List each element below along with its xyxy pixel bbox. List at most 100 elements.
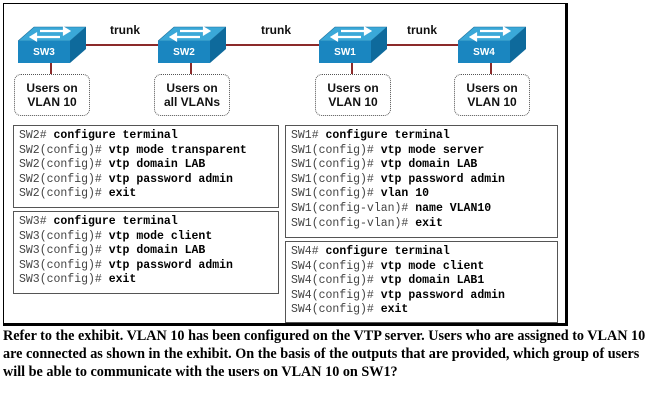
cli-command: vtp password admin bbox=[380, 288, 505, 302]
cli-command: exit bbox=[415, 216, 443, 230]
cli-prompt: SW4(config)# bbox=[291, 259, 381, 273]
trunk-label: trunk bbox=[407, 23, 437, 37]
config-line: SW4(config)# exit bbox=[291, 303, 557, 318]
trunk-link-sw1-sw4 bbox=[374, 44, 469, 46]
cli-command: configure terminal bbox=[325, 129, 450, 142]
user-link-sw2 bbox=[190, 62, 192, 74]
cli-prompt: SW3# bbox=[19, 215, 54, 228]
switch-label: SW1 bbox=[334, 47, 356, 58]
cli-prompt: SW3(config)# bbox=[19, 244, 109, 258]
cli-prompt: SW1(config)# bbox=[291, 143, 381, 157]
cli-command: vtp domain LAB bbox=[380, 158, 478, 172]
config-line: SW1(config)# vtp domain LAB bbox=[291, 158, 557, 173]
config-line: SW4(config)# vtp domain LAB1 bbox=[291, 274, 557, 289]
cli-prompt: SW1(config-vlan)# bbox=[291, 201, 416, 215]
users-line: VLAN 10 bbox=[467, 95, 517, 109]
cli-prompt: SW2(config)# bbox=[19, 143, 109, 157]
switch-sw2: SW2 bbox=[158, 25, 226, 65]
cli-command: vtp mode client bbox=[108, 229, 213, 243]
cli-prompt: SW2(config)# bbox=[19, 158, 109, 172]
users-group-sw2: Users on all VLANs bbox=[154, 74, 230, 116]
users-line: Users on bbox=[26, 81, 78, 95]
cli-prompt: SW4# bbox=[291, 245, 326, 258]
cli-prompt: SW3(config)# bbox=[19, 229, 109, 243]
switch-label: SW3 bbox=[33, 47, 55, 58]
cli-command: vtp domain LAB1 bbox=[380, 274, 485, 288]
cli-prompt: SW2(config)# bbox=[19, 187, 109, 201]
config-line: SW3(config)# vtp domain LAB bbox=[19, 244, 278, 259]
cli-prompt: SW1(config)# bbox=[291, 187, 381, 201]
question-text: Refer to the exhibit. VLAN 10 has been c… bbox=[3, 328, 646, 380]
trunk-label: trunk bbox=[110, 23, 140, 37]
cli-command: vlan 10 bbox=[380, 187, 430, 201]
config-line: SW1(config-vlan)# exit bbox=[291, 217, 557, 232]
config-line: SW2(config)# vtp mode transparent bbox=[19, 144, 278, 159]
switch-icon bbox=[319, 26, 387, 63]
exhibit-frame: trunk trunk trunk SW3 SW2 bbox=[3, 3, 568, 326]
cli-command: exit bbox=[108, 273, 137, 287]
switch-sw4: SW4 bbox=[458, 25, 526, 65]
switch-sw1: SW1 bbox=[319, 25, 387, 65]
users-group-sw1: Users on VLAN 10 bbox=[315, 74, 391, 116]
users-line: VLAN 10 bbox=[328, 95, 378, 109]
config-line: SW3(config)# vtp mode client bbox=[19, 230, 278, 245]
cli-command: vtp domain LAB bbox=[108, 244, 206, 258]
cli-command: vtp mode client bbox=[380, 259, 485, 273]
config-line: SW1(config-vlan)# name VLAN10 bbox=[291, 202, 557, 217]
trunk-link-sw2-sw1 bbox=[214, 44, 329, 46]
switch-icon bbox=[458, 26, 526, 63]
users-line: Users on bbox=[166, 81, 218, 95]
config-line: SW4# configure terminal bbox=[291, 245, 557, 260]
users-group-sw3: Users on VLAN 10 bbox=[14, 74, 90, 116]
config-line: SW3(config)# exit bbox=[19, 273, 278, 288]
cli-command: configure terminal bbox=[53, 129, 178, 142]
users-group-sw4: Users on VLAN 10 bbox=[454, 74, 530, 116]
cli-command: exit bbox=[380, 303, 409, 317]
config-line: SW1(config)# vtp mode server bbox=[291, 144, 557, 159]
cli-command: vtp password admin bbox=[108, 172, 233, 186]
user-link-sw3 bbox=[50, 62, 52, 74]
config-line: SW2# configure terminal bbox=[19, 129, 278, 144]
config-line: SW4(config)# vtp password admin bbox=[291, 289, 557, 304]
config-line: SW2(config)# exit bbox=[19, 187, 278, 202]
cli-command: exit bbox=[108, 187, 137, 201]
config-line: SW2(config)# vtp domain LAB bbox=[19, 158, 278, 173]
switch-sw3: SW3 bbox=[18, 25, 86, 65]
switch-label: SW4 bbox=[473, 47, 495, 58]
switch-icon bbox=[18, 26, 86, 63]
switch-icon bbox=[158, 26, 226, 63]
users-line: all VLANs bbox=[163, 95, 220, 109]
config-line: SW1# configure terminal bbox=[291, 129, 557, 144]
cli-prompt: SW4(config)# bbox=[291, 288, 381, 302]
users-line: VLAN 10 bbox=[27, 95, 77, 109]
switch-label: SW2 bbox=[173, 47, 195, 58]
cli-command: vtp domain LAB bbox=[108, 158, 206, 172]
cli-command: configure terminal bbox=[325, 245, 450, 258]
user-link-sw4 bbox=[490, 62, 492, 74]
users-line: Users on bbox=[327, 81, 379, 95]
cli-prompt: SW3(config)# bbox=[19, 258, 109, 272]
cli-command: vtp password admin bbox=[380, 172, 505, 186]
config-line: SW1(config)# vlan 10 bbox=[291, 187, 557, 202]
cli-prompt: SW1(config)# bbox=[291, 158, 381, 172]
cli-command: name VLAN10 bbox=[415, 201, 492, 215]
cli-prompt: SW2(config)# bbox=[19, 172, 109, 186]
cli-prompt: SW1# bbox=[291, 129, 326, 142]
cli-prompt: SW1(config-vlan)# bbox=[291, 216, 416, 230]
cli-prompt: SW2# bbox=[19, 129, 54, 142]
config-line: SW3(config)# vtp password admin bbox=[19, 259, 278, 274]
config-line: SW4(config)# vtp mode client bbox=[291, 260, 557, 275]
config-line: SW1(config)# vtp password admin bbox=[291, 173, 557, 188]
trunk-label: trunk bbox=[261, 23, 291, 37]
users-line: Users on bbox=[466, 81, 518, 95]
trunk-link-sw3-sw2 bbox=[74, 44, 169, 46]
config-line: SW2(config)# vtp password admin bbox=[19, 173, 278, 188]
cli-command: vtp password admin bbox=[108, 258, 233, 272]
cli-prompt: SW4(config)# bbox=[291, 274, 381, 288]
cli-prompt: SW1(config)# bbox=[291, 172, 381, 186]
config-line: SW3# configure terminal bbox=[19, 215, 278, 230]
